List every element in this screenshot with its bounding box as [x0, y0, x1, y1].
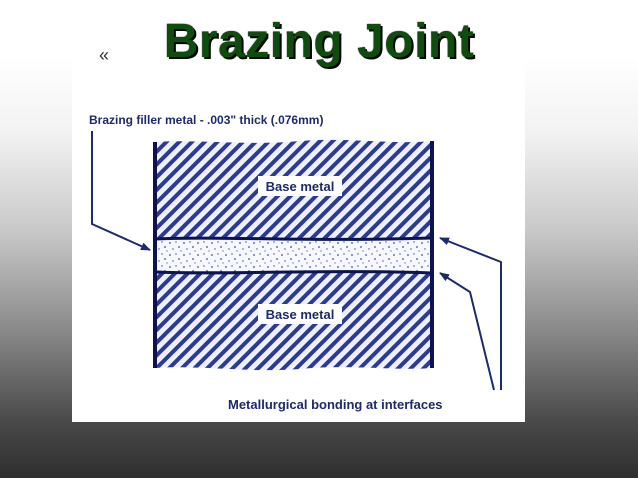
- lower-interface-line: [154, 270, 433, 275]
- bonding-pointer-lower: [439, 272, 495, 391]
- slide-title: Brazing Joint: [163, 15, 475, 68]
- bonding-pointer-upper: [439, 237, 502, 390]
- filler-metal-layer: [155, 239, 432, 272]
- base-metal-top-label: Base metal: [266, 179, 335, 194]
- base-metal-bottom-label: Base metal: [266, 307, 335, 322]
- double-chevron-left-icon: «: [99, 45, 110, 65]
- filler-pointer-arrow: [91, 131, 151, 251]
- filler-metal-label: Brazing filler metal - .003" thick (.076…: [89, 113, 323, 127]
- bonding-label: Metallurgical bonding at interfaces: [228, 397, 443, 412]
- upper-interface-line: [154, 236, 433, 241]
